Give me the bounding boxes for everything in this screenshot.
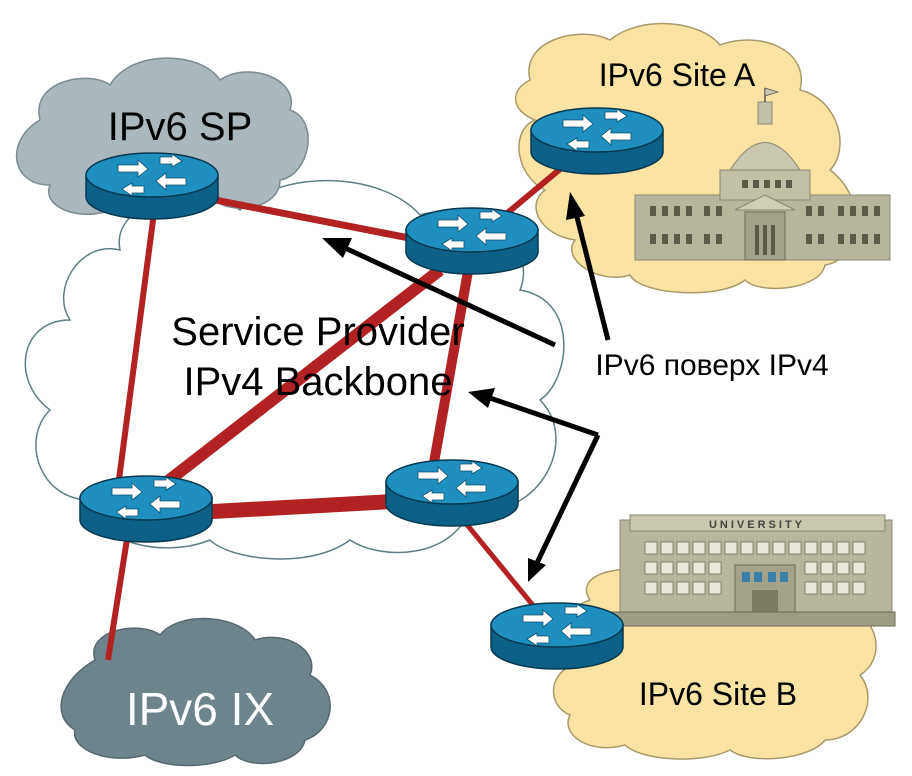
ix-cloud <box>60 617 331 767</box>
sp-label: IPv6 SP <box>108 105 253 149</box>
router-icon-core-left <box>79 475 213 543</box>
site-a-label: IPv6 Site A <box>599 57 756 93</box>
router-icon-site-b <box>490 602 624 670</box>
link-r2-r3 <box>146 265 444 500</box>
university-building-icon: UNIVERSITY <box>609 514 896 627</box>
government-building-icon <box>634 87 891 261</box>
link-sp-r3 <box>112 204 158 511</box>
router-icon-core-right <box>385 459 519 527</box>
router-icon-sp <box>85 152 219 220</box>
tunnel-arrows <box>322 192 611 582</box>
ix-label: IPv6 IX <box>126 683 274 735</box>
university-label: UNIVERSITY <box>709 519 805 531</box>
site-b-label: IPv6 Site B <box>639 676 797 712</box>
tunnel-label: IPv6 поверх IPv4 <box>595 349 828 382</box>
backbone-label-line1: Service Provider <box>171 310 464 354</box>
router-icon-core-top <box>405 207 539 275</box>
link-r3-ix <box>105 519 133 661</box>
router-icon-site-a <box>530 107 664 175</box>
link-r4-siteb <box>453 508 547 622</box>
backbone-label-line2: IPv4 Backbone <box>183 360 452 404</box>
link-r2-r4 <box>425 259 475 486</box>
